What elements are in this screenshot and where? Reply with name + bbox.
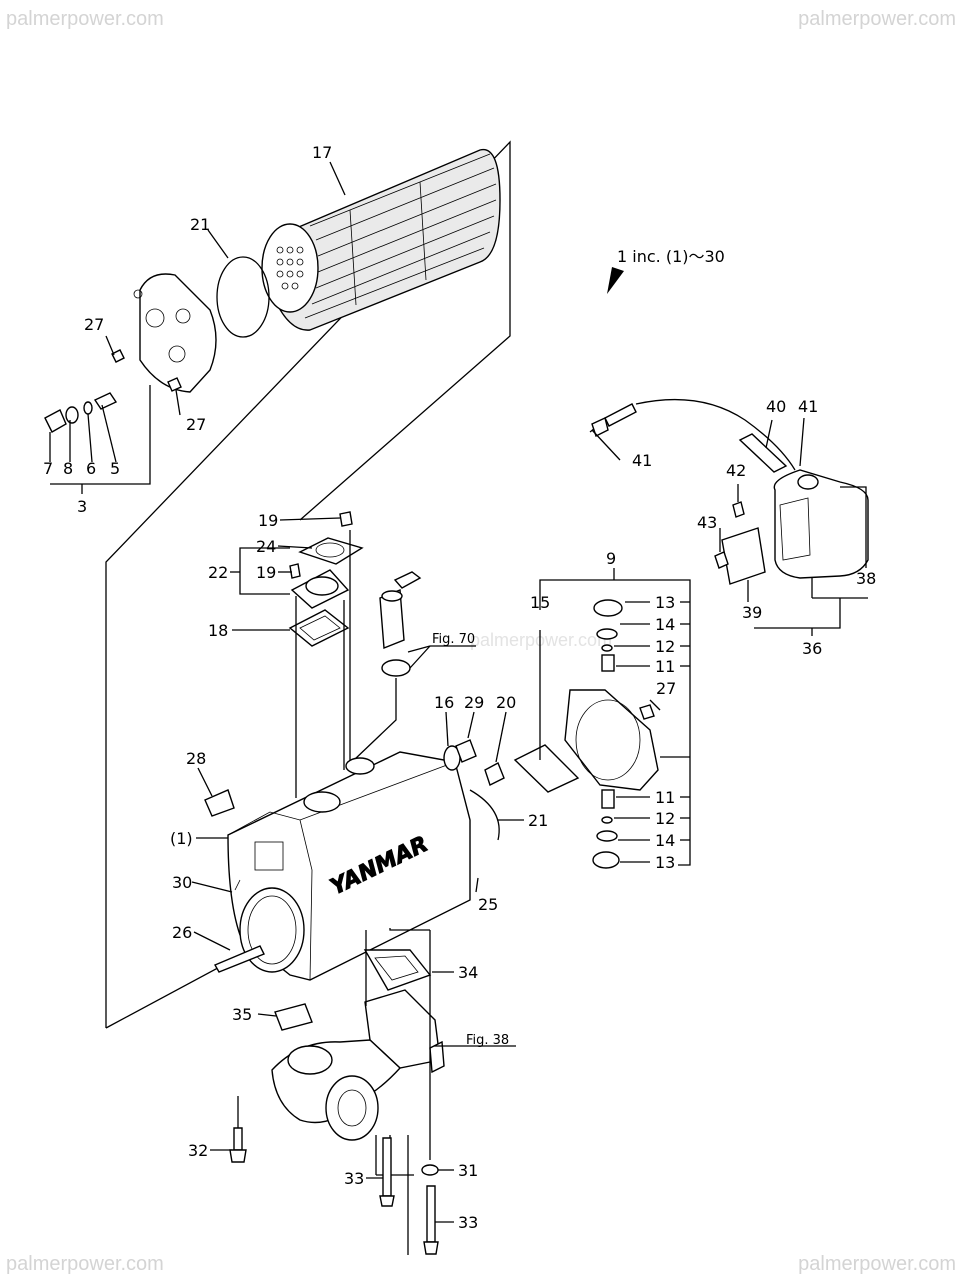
- leader-lines-tank: [591, 417, 868, 636]
- leader-lines-fittings: [191, 711, 524, 973]
- callout-31: 31: [458, 1161, 478, 1180]
- callout-7: 7: [43, 459, 53, 478]
- callout-22: 22: [208, 563, 228, 582]
- callout-12-bottom: 12: [655, 809, 675, 828]
- leader-lines-plugs: [539, 568, 691, 866]
- callout-30: 30: [172, 873, 192, 892]
- reserve-tank-group: [589, 398, 869, 585]
- watermark-bottom-left: palmerpower.com: [6, 1253, 164, 1275]
- inc-arrow-icon: [607, 267, 624, 294]
- callout-11-bottom: 11: [655, 788, 675, 807]
- callout-14-top: 14: [655, 615, 675, 634]
- callout-19-top: 19: [258, 511, 278, 530]
- watermark-top-left: palmerpower.com: [6, 8, 164, 30]
- callout-16: 16: [434, 693, 454, 712]
- callout-13-bottom: 13: [655, 853, 675, 872]
- callout-18: 18: [208, 621, 228, 640]
- lower-pump: [271, 949, 445, 1141]
- callout-33-right: 33: [458, 1213, 478, 1232]
- callout-19-mid: 19: [256, 563, 276, 582]
- callout-43: 43: [697, 513, 717, 532]
- callout-27-cover: 27: [186, 415, 206, 434]
- o-ring: [216, 256, 270, 338]
- callout-41-tank: 41: [798, 397, 818, 416]
- callout-17: 17: [312, 143, 332, 162]
- callout-15: 15: [530, 593, 550, 612]
- assembly-outline: [105, 140, 511, 1028]
- callout-36: 36: [802, 639, 822, 658]
- callout-27-cover-right: 27: [656, 679, 676, 698]
- callout-11-top: 11: [655, 657, 675, 676]
- callout-33-left: 33: [344, 1169, 364, 1188]
- fittings: [204, 739, 505, 817]
- callout-8: 8: [63, 459, 73, 478]
- callout-12-top: 12: [655, 637, 675, 656]
- leader-lines-top-left: [49, 161, 346, 494]
- callout-40: 40: [766, 397, 786, 416]
- cap-gasket-stack: [288, 511, 364, 647]
- cooler-element: [261, 148, 501, 331]
- callout-5: 5: [110, 459, 120, 478]
- callout-3: 3: [77, 497, 87, 516]
- callout-14-bottom: 14: [655, 831, 675, 850]
- fig-38-ref: Fig. 38: [466, 1033, 509, 1048]
- callout-20: 20: [496, 693, 516, 712]
- callout-13-top: 13: [655, 593, 675, 612]
- callout-34: 34: [458, 963, 478, 982]
- watermark-bottom-right: palmerpower.com: [798, 1253, 956, 1275]
- callout-39: 39: [742, 603, 762, 622]
- callout-9: 9: [606, 549, 616, 568]
- callout-1: (1): [170, 829, 193, 848]
- callout-35: 35: [232, 1005, 252, 1024]
- callout-42: 42: [726, 461, 746, 480]
- leader-lines-cap: [230, 517, 351, 798]
- drain-plug-parts: [44, 349, 182, 433]
- side-cover: [513, 689, 659, 793]
- callout-28: 28: [186, 749, 206, 768]
- callout-38: 38: [856, 569, 876, 588]
- watermark-middle: palmerpower.com: [470, 630, 613, 650]
- callout-6: 6: [86, 459, 96, 478]
- callout-21-right: 21: [528, 811, 548, 830]
- callout-24: 24: [256, 537, 276, 556]
- fig-70-ref: Fig. 70: [432, 632, 475, 647]
- plug-stack: [592, 599, 655, 869]
- callout-41-hose: 41: [632, 451, 652, 470]
- callout-25: 25: [478, 895, 498, 914]
- cooler-end-cover: [133, 273, 217, 393]
- callout-27-left: 27: [84, 315, 104, 334]
- bolts: [229, 1127, 439, 1255]
- watermark-top-right: palmerpower.com: [798, 8, 956, 30]
- callout-32: 32: [188, 1141, 208, 1160]
- sensor-part: [353, 571, 476, 761]
- callout-26: 26: [172, 923, 192, 942]
- inc-note: 1 inc. (1)～30: [617, 247, 725, 266]
- callout-21-top: 21: [190, 215, 210, 234]
- callout-29: 29: [464, 693, 484, 712]
